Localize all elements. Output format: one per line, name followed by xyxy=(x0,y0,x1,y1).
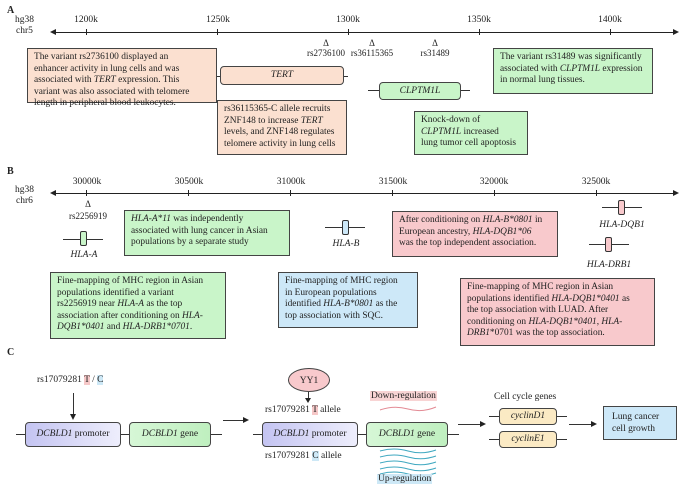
note-european-b0801: Fine-mapping of MHC region in European p… xyxy=(278,272,418,328)
snp-rs31489: Δ rs31489 xyxy=(421,38,450,58)
left-dcbld1-gene: DCBLD1 gene xyxy=(129,422,211,447)
lung-cancer-growth-box: Lung cancer cell growth xyxy=(603,406,677,440)
tick-label-b-32500k: 32500k xyxy=(581,177,611,187)
tick-label-b-32000k: 32000k xyxy=(479,177,509,187)
hla-drb1-gene-box xyxy=(605,237,612,252)
hla-dqb1-gene-box xyxy=(618,200,625,215)
down-regulation-label: Down-regulation xyxy=(370,391,437,401)
hla-b-gene-box xyxy=(342,220,349,235)
tick-label-a-1300k: 1300k xyxy=(336,15,360,25)
tick-b-31500k xyxy=(392,190,393,196)
tick-a-1350k xyxy=(479,29,480,35)
tick-b-32500k xyxy=(596,190,597,196)
tick-a-1200k xyxy=(86,29,87,35)
note-conditioning-b0801: After conditioning on HLA-B*0801 in Euro… xyxy=(392,211,558,257)
note-rs31489: The variant rs31489 was significantly as… xyxy=(493,48,653,94)
snp-marker-icon: Δ xyxy=(85,199,91,209)
cyclind1-box: cyclinD1 xyxy=(499,408,557,425)
note-rs36115365: rs36115365-C allele recruits ZNF148 to i… xyxy=(217,100,347,155)
note-hla-a11: HLA-A*11 was independently associated wi… xyxy=(124,210,290,256)
hla-b-label: HLA-B xyxy=(332,239,360,249)
tick-label-b-31000k: 31000k xyxy=(276,177,306,187)
snp-marker-icon: Δ xyxy=(369,38,375,48)
panel-a-chr-label: hg38 chr5 xyxy=(15,15,34,37)
axis-a-right-arrow-icon xyxy=(673,29,679,35)
tick-b-30000k xyxy=(86,190,87,196)
flow-arrow-3-icon xyxy=(591,421,597,427)
snp-rs2256919: Δ rs2256919 xyxy=(69,199,107,221)
axis-b-line xyxy=(52,193,673,194)
snp-rs17079281-alleles: rs17079281 T / C xyxy=(37,375,104,385)
snp-label: rs36115365 xyxy=(350,48,394,58)
right-dcbld1-promoter: DCBLD1 promoter xyxy=(262,422,358,447)
yy1-pointer-arrow-icon xyxy=(305,398,311,403)
snp-label: rs31489 xyxy=(420,48,450,58)
panel-b-chr-label: hg38 chr6 xyxy=(15,185,34,207)
snp-rs2736100: Δ rs2736100 xyxy=(307,38,345,58)
note-asian-rs2256919: Fine-mapping of MHC region in Asian popu… xyxy=(50,272,226,339)
tert-gene-box: TERT xyxy=(220,66,344,85)
right-dcbld1-gene: DCBLD1 gene xyxy=(366,422,448,447)
allele-t: T xyxy=(84,375,90,385)
hla-dqb1-label: HLA-DQB1 xyxy=(599,220,645,230)
tick-label-b-31500k: 31500k xyxy=(378,177,408,187)
snp-pointer-arrow-icon xyxy=(70,414,76,420)
panel-a-assembly: hg38 xyxy=(15,15,34,25)
cycline1-box: cyclinE1 xyxy=(499,431,557,448)
tick-a-1300k xyxy=(348,29,349,35)
clptm1l-gene-box: CLPTM1L xyxy=(379,82,461,100)
panel-a-label: A xyxy=(7,5,15,16)
tick-label-a-1350k: 1350k xyxy=(467,15,491,25)
yy1-factor: YY1 xyxy=(288,368,330,392)
note-asian-dqb1: Fine-mapping of MHC region in Asian popu… xyxy=(460,278,655,346)
flow-arrow-3-line xyxy=(569,424,591,425)
snp-label: rs2736100 xyxy=(307,48,345,58)
hla-a-gene-box xyxy=(80,231,87,246)
allele-c: C xyxy=(97,375,104,385)
snp-rs36115365: Δ rs36115365 xyxy=(351,38,393,58)
panel-c-label: C xyxy=(7,347,15,358)
axis-a-line-right xyxy=(340,32,673,33)
axis-b-right-arrow-icon xyxy=(673,190,679,196)
up-regulation-label: Up-regulation xyxy=(377,474,433,484)
up-regulation-waves-icon xyxy=(379,448,437,476)
flow-arrow-2-icon xyxy=(480,421,486,427)
down-regulation-wave-icon xyxy=(379,406,437,412)
tick-label-a-1200k: 1200k xyxy=(74,15,98,25)
note-knockdown-clptm1l: Knock-down of CLPTM1L increased lung tum… xyxy=(414,111,528,155)
snp-label: rs2256919 xyxy=(69,211,107,221)
axis-a-line xyxy=(52,32,342,33)
panel-b-label: B xyxy=(7,166,14,177)
tick-label-b-30000k: 30000k xyxy=(72,177,102,187)
flow-arrow-2-line xyxy=(458,424,480,425)
snp-marker-icon: Δ xyxy=(432,38,438,48)
yy1-pointer-line xyxy=(308,392,309,400)
snp-pointer-line xyxy=(73,393,74,416)
tick-label-a-1400k: 1400k xyxy=(598,15,622,25)
hla-drb1-label: HLA-DRB1 xyxy=(586,260,632,270)
hla-a-label: HLA-A xyxy=(70,250,98,260)
note-rs2736100: The variant rs2736100 displayed an enhan… xyxy=(27,48,217,108)
tick-b-32000k xyxy=(494,190,495,196)
flow-arrow-1-icon xyxy=(243,417,249,423)
tick-b-30500k xyxy=(188,190,189,196)
panel-b-assembly: hg38 xyxy=(15,185,34,195)
tick-a-1400k xyxy=(610,29,611,35)
tick-label-a-1250k: 1250k xyxy=(206,15,230,25)
flow-arrow-1-line xyxy=(223,420,243,421)
t-allele-label: rs17079281 T allele xyxy=(265,405,341,415)
panel-b-chromosome: chr6 xyxy=(16,196,33,206)
tick-a-1250k xyxy=(217,29,218,35)
c-allele-label: rs17079281 C allele xyxy=(265,451,342,461)
snp-marker-icon: Δ xyxy=(323,38,329,48)
tick-b-31000k xyxy=(290,190,291,196)
left-dcbld1-promoter: DCBLD1 promoter xyxy=(25,422,121,447)
tick-label-b-30500k: 30500k xyxy=(174,177,204,187)
panel-a-chromosome: chr5 xyxy=(16,26,33,36)
cell-cycle-genes-title: Cell cycle genes xyxy=(494,392,557,402)
